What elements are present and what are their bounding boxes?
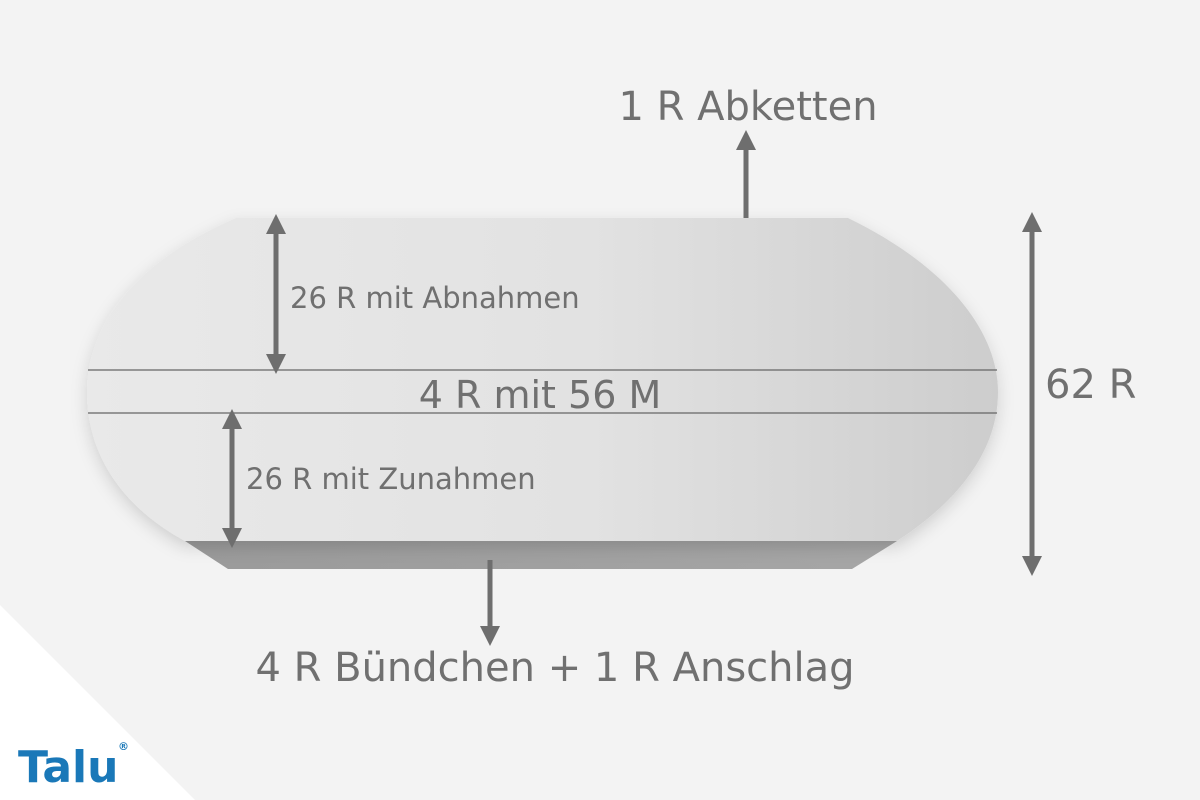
label-increases: 26 R mit Zunahmen: [246, 462, 536, 496]
label-decreases: 26 R mit Abnahmen: [290, 281, 580, 315]
registered-mark: ®: [118, 740, 129, 753]
cuff-band: [185, 541, 897, 569]
label-bindoff: 1 R Abketten: [618, 84, 877, 130]
label-bottom: 4 R Bündchen + 1 R Anschlag: [255, 645, 854, 691]
sleeve-body: [87, 218, 998, 541]
label-middle: 4 R mit 56 M: [419, 373, 662, 417]
talu-logo: Talu: [18, 742, 118, 793]
label-total-rows: 62 R: [1045, 362, 1136, 408]
corner-triangle: [0, 605, 195, 800]
